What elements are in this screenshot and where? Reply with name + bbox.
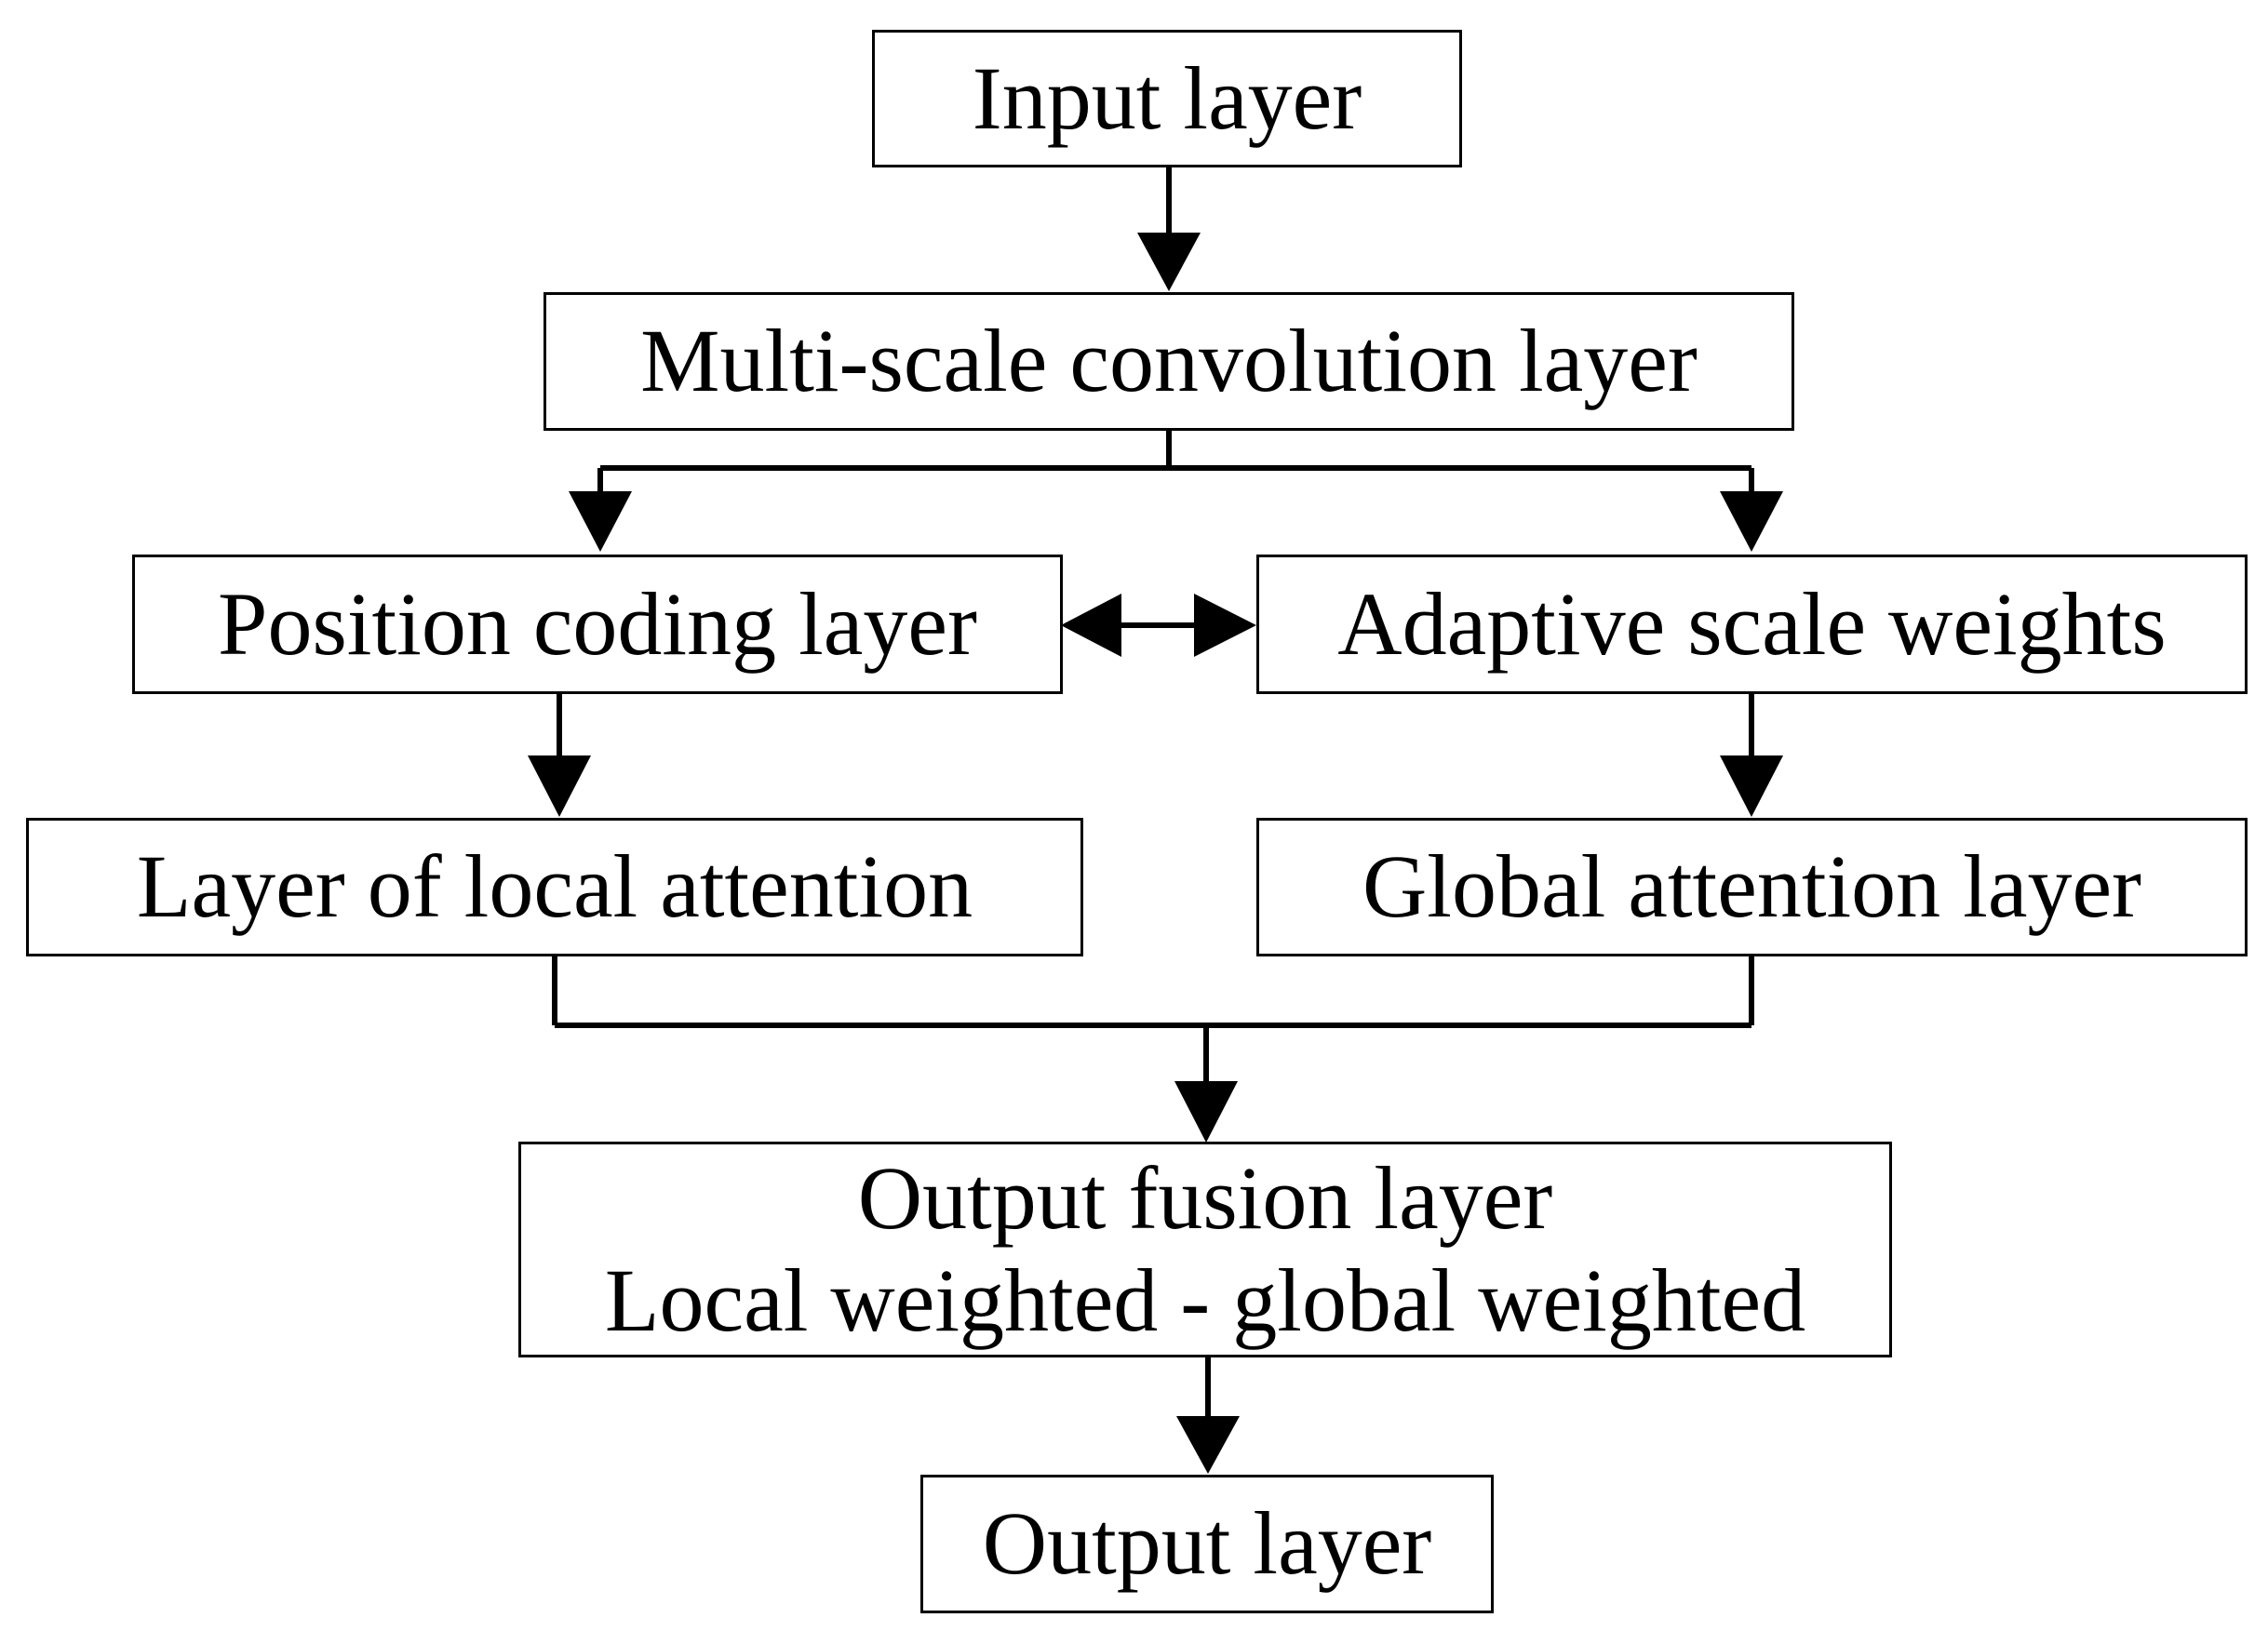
node-global-attention-layer-label: Global attention layer [1362,836,2142,937]
arrowhead-bidirectional-left [1061,594,1121,657]
node-output-fusion-layer-title: Output fusion layer [857,1147,1553,1248]
arrowhead-adaptive [1720,491,1783,552]
node-adaptive-scale-weights: Adaptive scale weights [1256,555,2248,694]
arrowhead-output [1176,1416,1240,1474]
arrowhead-local [528,755,591,817]
node-position-coding-layer-label: Position coding layer [218,573,977,674]
node-input-layer-label: Input layer [972,47,1362,148]
node-output-fusion-layer-subtitle: Local weighted - global weighted [604,1250,1806,1350]
node-multiscale-convolution-layer-label: Multi-scale convolution layer [640,311,1698,411]
node-multiscale-convolution-layer: Multi-scale convolution layer [544,292,1794,431]
node-output-layer-label: Output layer [982,1493,1432,1594]
node-global-attention-layer: Global attention layer [1256,818,2248,956]
arrowhead-position [569,491,632,552]
node-local-attention-layer: Layer of local attention [26,818,1083,956]
arrowhead-multiscale [1137,233,1201,291]
node-local-attention-layer-label: Layer of local attention [136,836,973,937]
node-adaptive-scale-weights-label: Adaptive scale weights [1337,573,2167,674]
arrowhead-global [1720,755,1783,817]
node-input-layer: Input layer [872,30,1462,167]
node-position-coding-layer: Position coding layer [132,555,1063,694]
arrowhead-bidirectional-right [1194,594,1256,657]
arrowhead-fusion [1174,1081,1238,1143]
node-output-layer: Output layer [920,1475,1494,1613]
node-output-fusion-layer: Output fusion layer Local weighted - glo… [518,1142,1892,1357]
